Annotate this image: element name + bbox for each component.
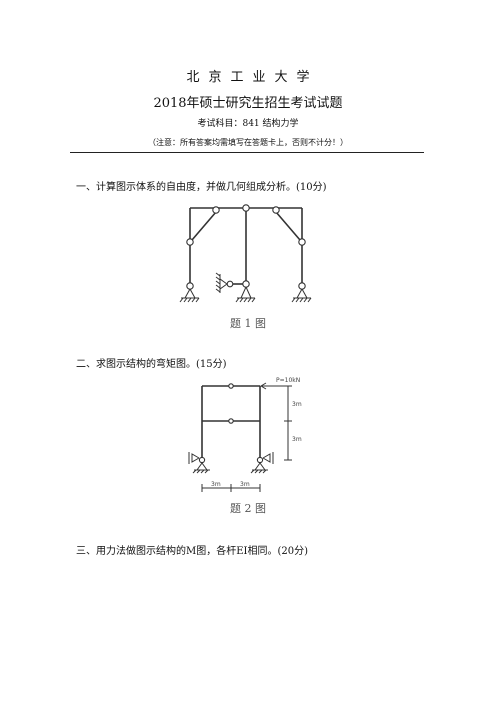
fig1-hinge (226, 280, 234, 288)
university-name: 北京工业大学 (186, 70, 319, 85)
fig2-span-right: 3m (240, 481, 250, 488)
fig1-hinge (242, 204, 250, 212)
fig1-hinge (186, 238, 194, 246)
fig2-span-left: 3m (211, 481, 221, 488)
exam-title: 2018年硕士研究生招生考试试题 (153, 96, 343, 111)
figure-2-caption: 题 2 图 (230, 502, 266, 515)
fig1-hinge (242, 280, 250, 288)
fig1-right-diagonal (275, 211, 301, 241)
exam-subject: 考试科目：841 结构力学 (197, 119, 299, 129)
fig1-hinge (298, 238, 306, 246)
fig1-hinge (272, 206, 280, 214)
fig1-support-side (215, 272, 228, 293)
fig2-support-right (250, 452, 274, 474)
figure-1-caption: 题 1 图 (230, 317, 266, 330)
fig1-left-diagonal (191, 211, 217, 241)
fig1-hinge (186, 282, 194, 290)
header-divider (70, 152, 424, 153)
question-3: 三、用力法做图示结构的M图，各杆EI相同。(20分) (76, 546, 309, 557)
fig2-support-left (188, 452, 210, 474)
fig1-support-right (291, 288, 312, 303)
fig1-hinge (212, 206, 220, 214)
fig1-support-center (235, 286, 256, 303)
exam-note: （注意：所有答案均需填写在答题卡上，否则不计分！） (148, 138, 348, 147)
fig2-hinge (198, 456, 206, 464)
fig2-dim-lower: 3m (292, 436, 302, 443)
fig1-support-left (179, 288, 200, 303)
question-2: 二、求图示结构的弯矩图。(15分) (76, 359, 227, 370)
fig2-dim-upper: 3m (292, 401, 302, 408)
fig2-hinge (228, 383, 234, 389)
figure-2-frame: P=10kN 3m 3m 3m 3m (188, 377, 302, 492)
fig2-hinge (256, 456, 264, 464)
fig2-load-label: P=10kN (276, 377, 300, 384)
fig2-hinge (228, 418, 234, 424)
fig1-hinge (298, 282, 306, 290)
figure-1-frame (179, 204, 312, 303)
question-1: 一、计算图示体系的自由度，并做几何组成分析。(10分) (76, 182, 327, 193)
